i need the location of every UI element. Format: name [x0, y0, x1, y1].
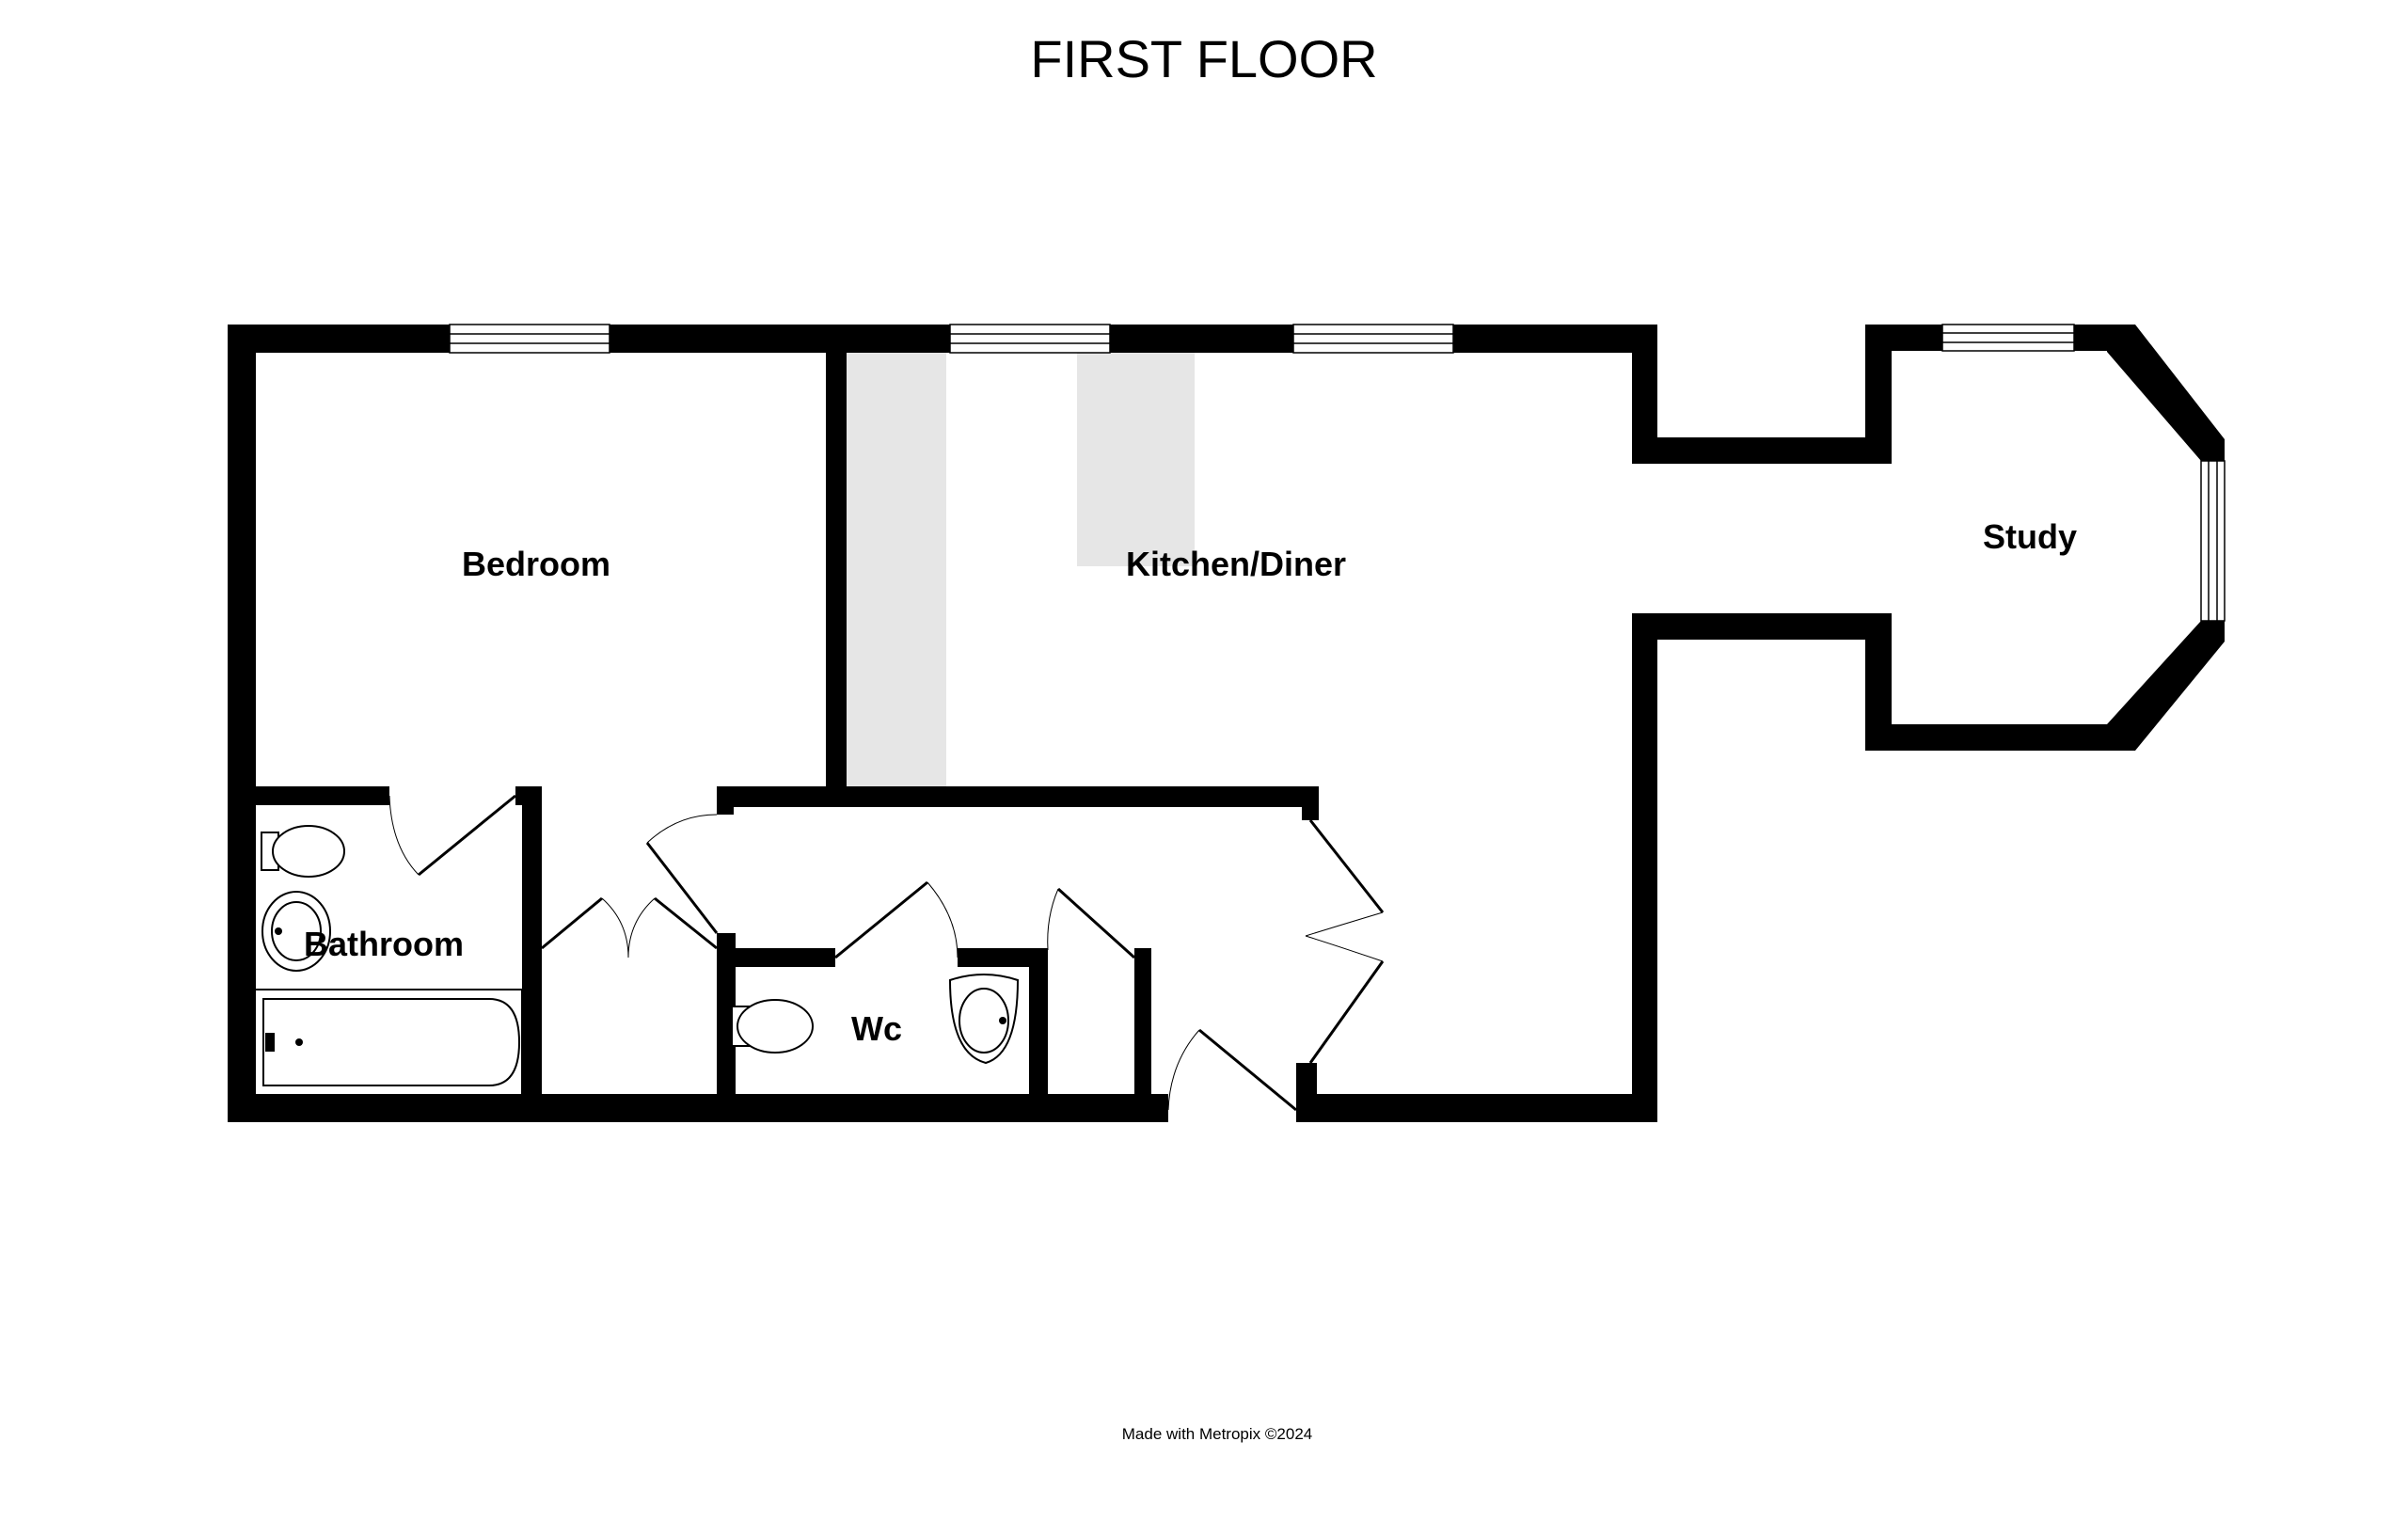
- bedroom-window: [449, 324, 610, 354]
- walls: [228, 325, 2225, 1122]
- room-label-wc: Wc: [851, 1009, 902, 1048]
- doors: [388, 794, 1385, 1112]
- bathroom-fixtures: [254, 825, 523, 1096]
- metropix-credit: Made with Metropix ©2024: [1122, 1425, 1312, 1443]
- bathroom-toilet: [261, 825, 345, 878]
- wc-fixtures: [731, 974, 1020, 1065]
- kitchen-window-right: [1292, 324, 1454, 354]
- kitchen-window-left: [949, 324, 1111, 354]
- bathtub: [254, 989, 523, 1096]
- room-label-kitchen-diner: Kitchen/Diner: [1126, 545, 1346, 583]
- bathroom-basin: [261, 891, 331, 972]
- room-label-bathroom: Bathroom: [304, 925, 464, 963]
- floor-title: FIRST FLOOR: [1030, 29, 1377, 88]
- kitchen-shaded-area-right: [1077, 352, 1195, 566]
- room-label-bedroom: Bedroom: [462, 545, 610, 583]
- kitchen-shaded-area-left: [847, 352, 946, 786]
- study-window-top: [1941, 324, 2075, 352]
- wc-basin: [948, 974, 1020, 1065]
- room-label-study: Study: [1983, 517, 2077, 556]
- wc-toilet: [731, 999, 814, 1054]
- windows: [449, 324, 2226, 622]
- study-bay-window: [2200, 460, 2226, 622]
